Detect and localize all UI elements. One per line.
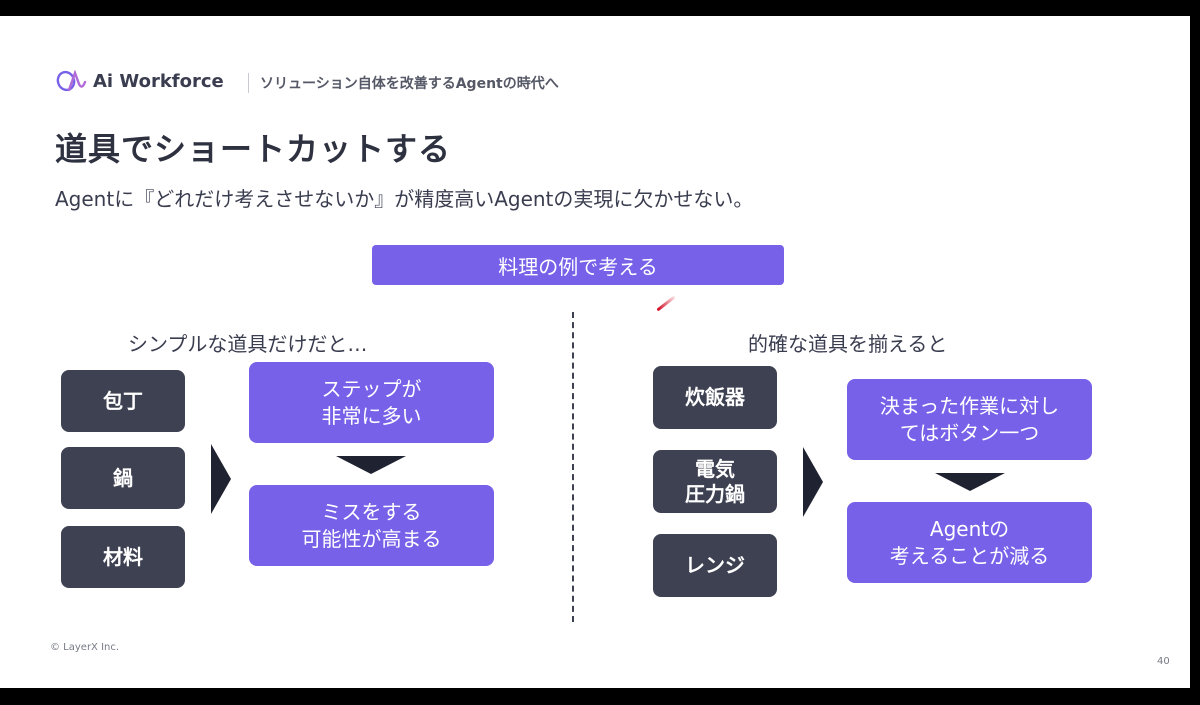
- logo-text: Ai Workforce: [93, 70, 224, 92]
- result-line: 可能性が高まる: [301, 526, 442, 551]
- tool-box-knife: 包丁: [61, 370, 185, 432]
- tool-label: レンジ: [685, 553, 745, 577]
- header-separator: [248, 73, 249, 93]
- right-arrow-icon: [211, 444, 231, 514]
- left-section-label: シンプルな道具だけだと…: [128, 332, 368, 356]
- tool-label: 圧力鍋: [685, 481, 745, 506]
- result-line: 決まった作業に対し: [879, 393, 1060, 418]
- result-line: ステップが: [321, 376, 422, 401]
- tool-label: 鍋: [113, 465, 133, 490]
- slide-title: 道具でショートカットする: [55, 130, 452, 168]
- tool-box-microwave: レンジ: [653, 534, 777, 597]
- result-line: 考えることが減る: [889, 543, 1050, 568]
- down-arrow-icon: [935, 473, 1005, 491]
- tool-box-pressure-cooker: 電気 圧力鍋: [653, 450, 777, 513]
- header-subtitle: ソリューション自体を改善するAgentの時代へ: [260, 76, 559, 92]
- tool-label: 包丁: [103, 388, 143, 413]
- down-arrow-icon: [336, 456, 406, 474]
- result-line: 非常に多い: [321, 403, 422, 428]
- example-banner: 料理の例で考える: [372, 245, 784, 285]
- result-box-mistakes: ミスをする 可能性が高まる: [249, 485, 494, 566]
- center-divider: [572, 312, 574, 622]
- tool-box-pot: 鍋: [61, 447, 185, 509]
- copyright: © LayerX Inc.: [50, 642, 120, 653]
- result-line: Agentの: [929, 516, 1010, 541]
- result-line: てはボタン一つ: [899, 420, 1040, 445]
- result-line: ミスをする: [321, 499, 422, 524]
- right-arrow-icon: [803, 447, 823, 517]
- logo: Ai Workforce: [55, 70, 224, 92]
- result-box-one-button: 決まった作業に対し てはボタン一つ: [847, 379, 1092, 460]
- laser-pointer-mark: [656, 295, 676, 312]
- tool-box-ingredients: 材料: [61, 526, 185, 588]
- slide: Ai Workforce ソリューション自体を改善するAgentの時代へ 道具で…: [0, 16, 1190, 688]
- right-section-label: 的確な道具を揃えると: [748, 332, 948, 356]
- page-number: 40: [1157, 656, 1170, 667]
- tool-label: 材料: [103, 544, 143, 569]
- slide-subtitle: Agentに『どれだけ考えさせないか』が精度高いAgentの実現に欠かせない。: [55, 187, 754, 211]
- ai-workforce-logo-icon: [56, 70, 87, 92]
- tool-label: 炊飯器: [685, 385, 745, 409]
- tool-box-rice-cooker: 炊飯器: [653, 366, 777, 429]
- result-box-less-thinking: Agentの 考えることが減る: [847, 502, 1092, 583]
- tool-label: 電気: [695, 456, 735, 481]
- result-box-many-steps: ステップが 非常に多い: [249, 362, 494, 443]
